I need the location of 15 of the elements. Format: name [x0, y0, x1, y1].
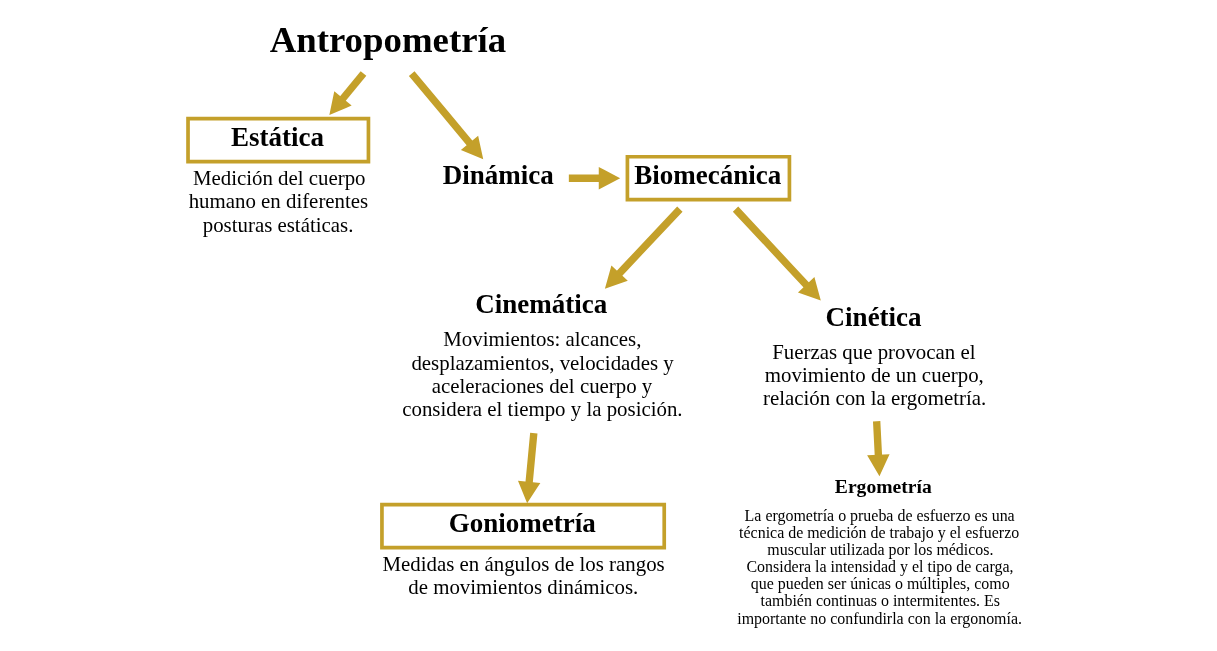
arrow [732, 206, 821, 301]
arrow [408, 71, 483, 160]
arrow [517, 432, 540, 504]
node-text: Ergometría La ergometría o prueba de esfuerzo es una técnica de medición de trabajo y el esfuerzo muscular utilizada por los médicos. Considera la intensidad y el tipo de carga, que pueden ser únicas o múltiples, como también continuas o intermitentes. Es importante no confundirla con la ergonomía. [736, 475, 1022, 627]
node-text: Antropometría [269, 18, 506, 60]
node-box: Estática [185, 116, 370, 164]
node-box: Goniometría [379, 502, 666, 550]
arrow [604, 206, 683, 289]
node-label: Medición del cuerpo humano en diferentes posturas estáticas. [188, 166, 368, 237]
node-text: Cinética Fuerzas que provocan el movimiento de un cuerpo, relación con la ergometría. [762, 301, 986, 411]
node-text: Dinámica [442, 159, 554, 190]
node-box: Biomecánica [625, 154, 791, 202]
arrow [328, 71, 366, 115]
node-text: Cinemática Movimientos: alcances, desplazamientos, velocidades y aceleraciones del cuerpo y considera el tiempo y la posición. [401, 289, 683, 422]
node-label: Medidas en ángulos de los rangos de movimientos dinámicos. [382, 552, 665, 600]
